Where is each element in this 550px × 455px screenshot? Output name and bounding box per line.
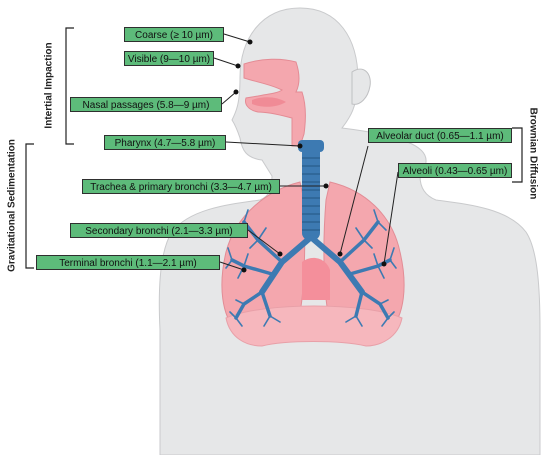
group-brackets [25,27,523,269]
group-title-inertial: Intertial Impaction [43,42,55,129]
label-alveoli: Alveoli (0.43—0.65 µm) [398,163,512,178]
group-title-gravitational: Gravitational Sedimentation [6,139,18,272]
label-alveolar-duct: Alveolar duct (0.65—1.1 µm) [368,128,512,143]
ear [351,68,371,105]
leader-lines [213,33,399,271]
heart [302,257,330,300]
label-trachea: Trachea & primary bronchi (3.3—4.7 µm) [82,179,280,194]
label-coarse: Coarse (≥ 10 µm) [124,27,224,42]
label-nasal-passages: Nasal passages (5.8—9 µm) [70,97,222,112]
bronchial-tree [225,209,397,327]
diaphragm [225,305,403,347]
label-pharynx: Pharynx (4.7—5.8 µm) [104,135,226,150]
group-title-brownian: Brownian Diffusion [527,107,539,200]
label-secondary-bronchi: Secondary bronchi (2.1—3.3 µm) [70,223,248,238]
leader-dots [233,39,387,273]
trachea [298,140,324,240]
label-terminal-bronchi: Terminal bronchi (1.1—2.1 µm) [36,255,220,270]
mouth [252,97,286,107]
label-visible: Visible (9—10 µm) [124,51,214,66]
